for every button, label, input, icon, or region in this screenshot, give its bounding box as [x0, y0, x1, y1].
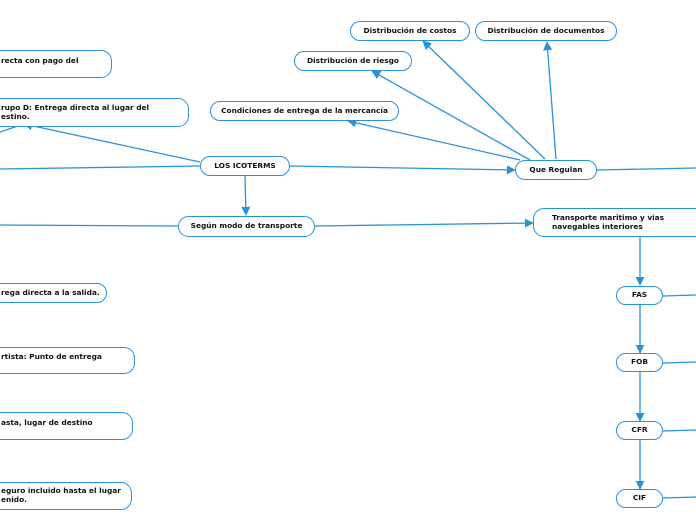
node-left-seguro-label: eguro incluido hasta el lugar enido.	[1, 486, 121, 504]
edge-segun-modo-maritimo	[314, 218, 534, 228]
node-que-regulan[interactable]: Que Regulan	[515, 160, 597, 180]
node-condiciones[interactable]: Condiciones de entrega de la mercancía	[210, 101, 399, 121]
edge-icoterms-que-regulan	[289, 165, 516, 175]
node-dist-documentos[interactable]: Distribución de documentos	[475, 21, 617, 41]
node-dist-costos[interactable]: Distribución de costos	[350, 21, 470, 41]
node-left-grupo-d[interactable]: rupo D: Entrega directa al lugar del est…	[0, 98, 189, 127]
node-transporte-maritimo[interactable]: Transporte maritimo y vias navegables in…	[533, 208, 696, 237]
node-fas[interactable]: FAS	[616, 286, 663, 305]
node-dist-costos-label: Distribución de costos	[363, 25, 457, 35]
edge-icoterms-left	[0, 165, 201, 170]
edge-cfr-right	[662, 429, 696, 432]
node-cfr-label: CFR	[631, 425, 648, 435]
node-left-salida[interactable]: rega directa a la salida.	[0, 283, 107, 303]
node-left-destino[interactable]: asta, lugar de destino	[0, 412, 133, 440]
node-dist-documentos-label: Distribución de documentos	[487, 25, 605, 35]
node-dist-riesgo[interactable]: Distribución de riesgo	[294, 51, 412, 71]
node-cfr[interactable]: CFR	[616, 421, 663, 440]
node-left-punto[interactable]: rtista: Punto de entrega	[0, 347, 135, 374]
node-que-regulan-label: Que Regulan	[529, 164, 583, 174]
node-cif-label: CIF	[632, 493, 647, 503]
edge-icoterms-grupo-d	[23, 121, 201, 163]
edge-que-regulan-riesgo	[371, 70, 531, 161]
node-left-seguro[interactable]: eguro incluido hasta el lugar enido.	[0, 482, 132, 510]
node-left-pago[interactable]: recta con pago del	[0, 50, 112, 78]
node-los-icoterms[interactable]: LOS ICOTERMS	[200, 156, 290, 176]
node-fas-label: FAS	[631, 290, 648, 300]
node-fob-label: FOB	[631, 357, 648, 367]
edge-icoterms-segun-modo	[241, 175, 251, 216]
edge-que-regulan-condiciones	[347, 118, 521, 161]
edge-cif-right	[662, 496, 696, 499]
edge-segun-modo-left	[0, 224, 179, 227]
node-fob[interactable]: FOB	[616, 353, 663, 372]
node-transporte-maritimo-label: Transporte maritimo y vias navegables in…	[552, 212, 665, 231]
node-condiciones-label: Condiciones de entrega de la mercancía	[221, 105, 388, 115]
edge-fas-right	[662, 294, 696, 297]
node-los-icoterms-label: LOS ICOTERMS	[214, 160, 276, 170]
node-segun-modo[interactable]: Según modo de transporte	[178, 216, 315, 237]
edge-fob-right	[662, 361, 696, 364]
node-left-destino-label: asta, lugar de destino	[1, 418, 93, 427]
node-segun-modo-label: Según modo de transporte	[190, 221, 303, 231]
node-left-grupo-d-label: rupo D: Entrega directa al lugar del est…	[1, 102, 150, 121]
node-dist-riesgo-label: Distribución de riesgo	[307, 55, 399, 65]
node-left-pago-label: recta con pago del	[1, 56, 79, 65]
node-left-punto-label: rtista: Punto de entrega	[1, 352, 102, 361]
edge-que-regulan-right	[596, 167, 696, 171]
edge-que-regulan-documentos	[543, 41, 557, 160]
node-left-salida-label: rega directa a la salida.	[1, 287, 100, 297]
node-cif[interactable]: CIF	[616, 489, 663, 508]
edge-que-regulan-costos	[422, 40, 546, 160]
